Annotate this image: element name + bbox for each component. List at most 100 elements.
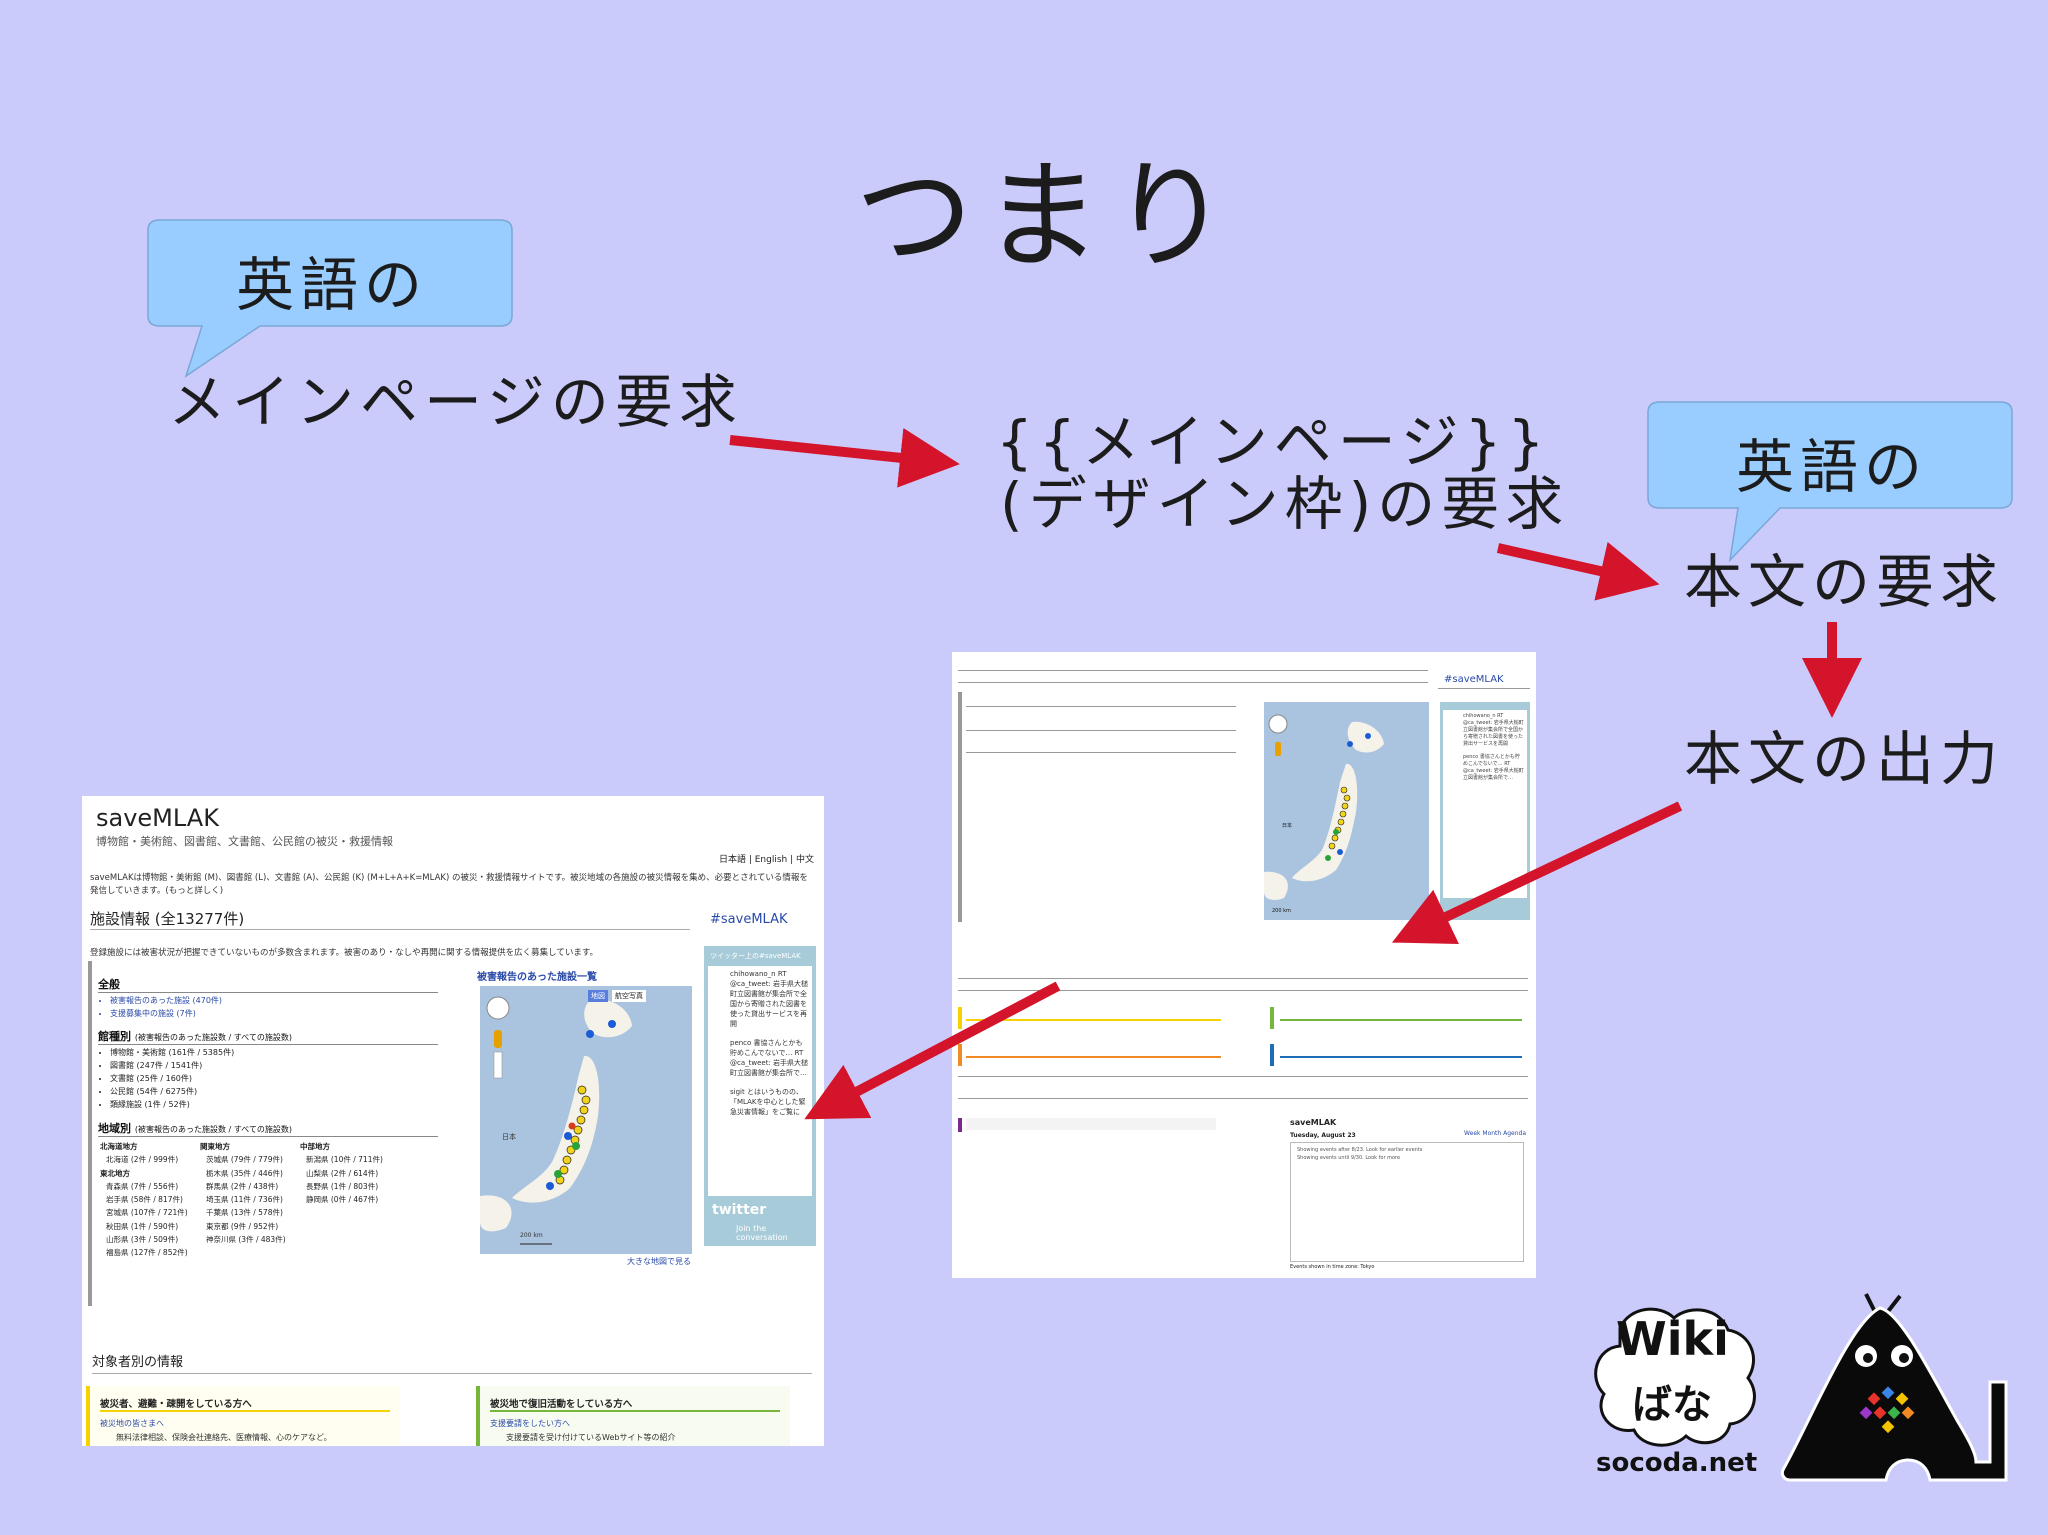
box-line [100, 1410, 390, 1412]
twitter-feed[interactable]: chihowano_n RT @ca_tweet: 岩手県大槌町立図書館が集会所… [1443, 710, 1527, 898]
type-list: 博物館・美術館 (161件 / 5385件) 図書館 (247件 / 1541件… [98, 1046, 234, 1111]
region-item[interactable]: 青森県 (7件 / 556件) [106, 1181, 179, 1191]
info-box-relief: 被災地で復旧活動をしている方へ 支援要請をしたい方へ 支援要請を受け付けているW… [476, 1386, 790, 1446]
region-item[interactable]: 埼玉県 (11件 / 736件) [206, 1195, 283, 1205]
region-item[interactable]: 千葉県 (13件 / 578件) [206, 1208, 283, 1218]
region-item[interactable]: 福島県 (127件 / 852件) [106, 1248, 188, 1258]
calendar-view-buttons[interactable]: Week Month Agenda [1464, 1130, 1526, 1137]
map-button-map[interactable]: 地図 [588, 990, 608, 1002]
left-content-bar [958, 692, 962, 922]
region-column-3: 中部地方 新潟県 (10件 / 711件) 山梨県 (2件 / 614件) 長野… [300, 1140, 383, 1206]
tweet: chihowano_n RT @ca_tweet: 岩手県大槌町立図書館が集会所… [1463, 713, 1524, 747]
region-column-1: 北海道地方 北海道 (2件 / 999件) 東北地方 青森県 (7件 / 556… [100, 1140, 188, 1260]
region-heading-note: (被害報告のあった施設数 / すべての施設数) [134, 1125, 292, 1134]
list-item[interactable]: 類縁施設 (1件 / 52件) [110, 1098, 234, 1111]
map-button-satellite[interactable]: 航空写真 [612, 990, 646, 1002]
speech-bubble-left-shape [147, 219, 513, 378]
content-line [966, 706, 1236, 707]
map-title[interactable]: 被害報告のあった施設一覧 [477, 972, 597, 983]
socoda-url[interactable]: socoda.net [1596, 1448, 1758, 1478]
region-item[interactable]: 岩手県 (58件 / 817件) [106, 1195, 183, 1205]
wiki-logo-line2: ばな [1632, 1382, 1712, 1428]
twitter-join-link[interactable]: Join the conversation [736, 1224, 788, 1242]
region-item[interactable]: 静岡県 (0件 / 467件) [306, 1195, 379, 1205]
calendar-agenda[interactable]: Showing events after 8/23. Look for earl… [1290, 1142, 1524, 1262]
map-label-japan: 日本 [502, 1133, 516, 1141]
list-item[interactable]: 図書館 (247件 / 1541件) [110, 1059, 234, 1072]
region-item[interactable]: 北海道 (2件 / 999件) [106, 1155, 179, 1165]
region-heading: 地域別 (被害報告のあった施設数 / すべての施設数) [98, 1120, 438, 1137]
site-name[interactable]: saveMLAK [96, 804, 219, 832]
tweet: penco 書協さんとかも貯めこんでないで… RT @ca_tweet: 岩手県… [730, 1039, 809, 1077]
divider [1438, 688, 1530, 689]
wiki-cloud-icon [1594, 1307, 1756, 1447]
box-title: 被災地で復旧活動をしている方へ [490, 1399, 633, 1410]
all-list: 被害報告のあった施設 (470件) 支援募集中の施設 (7件) [98, 994, 222, 1020]
list-item[interactable]: 文書館 (25件 / 160件) [110, 1072, 234, 1085]
region-item[interactable]: 東京都 (9件 / 952件) [206, 1221, 279, 1231]
box-link[interactable]: 被災地の皆さまへ [100, 1419, 164, 1428]
embedded-map[interactable]: 日本 200 km [1264, 702, 1429, 920]
region-item[interactable]: 群馬県 (2件 / 438件) [206, 1181, 279, 1191]
box-accent-orange [958, 1044, 962, 1066]
japan-map-small [1264, 714, 1384, 900]
google-calendar-widget: saveMLAK Tuesday, August 23 Week Month A… [1288, 1118, 1526, 1276]
region-item[interactable]: 栃木県 (35件 / 446件) [206, 1168, 283, 1178]
region-item[interactable]: 神奈川県 (3件 / 483件) [206, 1235, 286, 1245]
box-line-green [1280, 1019, 1522, 1021]
region-item[interactable]: 秋田県 (1件 / 590件) [106, 1221, 179, 1231]
region-item[interactable]: 茨城県 (79件 / 779件) [206, 1155, 283, 1165]
map-label-japan: 日本 [1282, 823, 1293, 829]
all-heading: 全般 [98, 976, 438, 993]
language-links[interactable]: 日本語 | English | 中文 [718, 855, 814, 865]
box-accent-blue [1270, 1044, 1274, 1066]
calendar-date[interactable]: Tuesday, August 23 [1290, 1132, 1356, 1139]
twitter-hashtag[interactable]: #saveMLAK [1444, 674, 1504, 685]
embedded-map[interactable]: 地図 航空写真 日本 200 km [480, 986, 692, 1254]
box-title: 被災者、避難・疎開をしている方へ [100, 1399, 252, 1410]
speech-bubble-right-shape [1647, 401, 2013, 563]
bubble-left-text: 英語の [236, 251, 429, 319]
list-item[interactable]: 支援募集中の施設 (7件) [110, 1007, 222, 1020]
socoda-mascot [1780, 1292, 2018, 1488]
box-description: 支援要請を受け付けているWebサイト等の紹介 [506, 1433, 676, 1442]
list-item[interactable]: 博物館・美術館 (161件 / 5385件) [110, 1046, 234, 1059]
calendar-line: Showing events after 8/23. Look for earl… [1297, 1147, 1423, 1153]
calendar-line: Showing events until 9/30. Look for more [1297, 1155, 1401, 1161]
tweet: chihowano_n RT @ca_tweet: 岩手県大槌町立図書館が集会所… [730, 970, 809, 1028]
region-group-heading: 関東地方 [200, 1142, 230, 1151]
box-line-blue [1280, 1056, 1522, 1058]
box-link[interactable]: 支援要請をしたい方へ [490, 1419, 570, 1428]
box-accent-yellow [958, 1007, 962, 1029]
twitter-header: ツイッター上の#saveMLAK [710, 952, 801, 960]
map-scale: 200 km [1272, 908, 1291, 914]
twitter-hashtag[interactable]: #saveMLAK [710, 912, 788, 927]
target-heading: 対象者別の情報 [92, 1351, 812, 1374]
twitter-widget: ツイッター上の#saveMLAK chihowano_n RT @ca_twee… [704, 946, 816, 1246]
map-scale: 200 km [520, 1232, 543, 1239]
step-main-page-request: メインページの要求 [168, 368, 743, 436]
twitter-logo[interactable]: twitter [712, 1202, 767, 1218]
speech-bubble-right: 英語の [1640, 398, 2020, 568]
region-heading-label: 地域別 [98, 1122, 131, 1135]
divider [958, 1076, 1528, 1077]
region-item[interactable]: 新潟県 (10件 / 711件) [306, 1155, 383, 1165]
box-line-yellow [966, 1019, 1221, 1021]
region-item[interactable]: 宮城県 (107件 / 721件) [106, 1208, 188, 1218]
step-template-request-line1: {{メインページ}} [996, 408, 1551, 476]
region-item[interactable]: 長野県 (1件 / 803件) [306, 1181, 379, 1191]
box-description: 無料法律相談、保険会社連絡先、医療情報、心のケアなど。 [116, 1433, 332, 1442]
arrow-output-to-template [1391, 801, 1683, 944]
arrow-main-to-template [729, 427, 960, 488]
left-content-bar [88, 961, 92, 1306]
wikibana-logo: Wiki ばな socoda.net [1580, 1298, 1770, 1488]
calendar-footer: Events shown in time zone: Tokyo [1290, 1264, 1375, 1270]
list-item[interactable]: 被害報告のあった施設 (470件) [110, 994, 222, 1007]
tweet: sigit とはいうものの、「MLAKを中心とした緊急災害情報」をご覧に [730, 1088, 806, 1116]
region-group-heading: 中部地方 [300, 1142, 330, 1151]
region-item[interactable]: 山梨県 (2件 / 614件) [306, 1168, 379, 1178]
large-map-link[interactable]: 大きな地図で見る [627, 1257, 691, 1266]
region-item[interactable]: 山形県 (3件 / 509件) [106, 1235, 179, 1245]
list-item[interactable]: 公民館 (54件 / 6275件) [110, 1085, 234, 1098]
twitter-feed[interactable]: chihowano_n RT @ca_tweet: 岩手県大槌町立図書館が集会所… [708, 966, 812, 1196]
